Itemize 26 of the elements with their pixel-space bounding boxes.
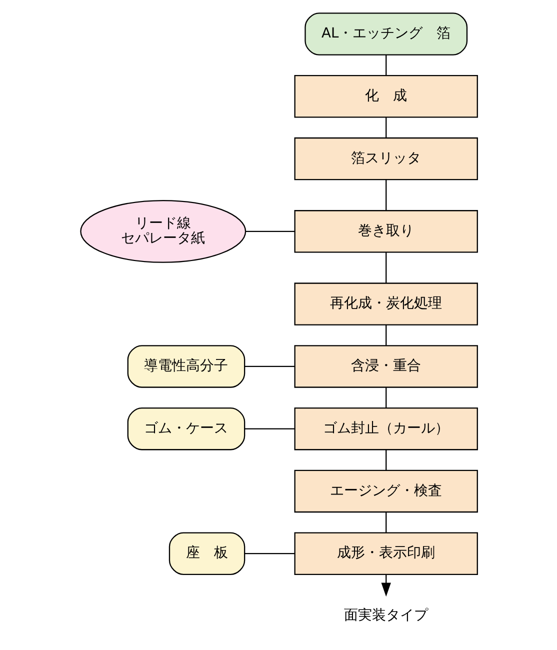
connector	[385, 387, 386, 408]
node-box: 化 成	[294, 75, 478, 118]
connector	[244, 553, 294, 554]
node-box: 導電性高分子	[126, 345, 245, 388]
connector	[244, 428, 294, 430]
connector	[385, 54, 386, 76]
node-box: 成形・表示印刷	[294, 532, 478, 575]
connector	[385, 117, 386, 138]
connector	[385, 252, 386, 284]
connector	[385, 512, 386, 533]
node-box: ゴム封止（カール）	[294, 407, 478, 450]
node-box: 再化成・炭化処理	[294, 282, 478, 326]
node-box: AL・エッチング 箔	[304, 12, 468, 56]
connector	[385, 180, 386, 210]
connector	[385, 450, 386, 470]
node-box: ゴム・ケース	[126, 407, 245, 450]
node-box: エージング・検査	[294, 470, 478, 513]
node-text: 面実装タイプ	[344, 608, 428, 624]
node-box: 巻き取り	[294, 210, 478, 253]
node-box: 含浸・重合	[294, 345, 478, 388]
connector	[245, 230, 294, 232]
node-ellipse: リード線 セパレータ紙	[80, 200, 246, 263]
node-box: 座 板	[168, 532, 245, 575]
connector	[385, 324, 386, 346]
connector	[244, 366, 294, 368]
node-box: 箔スリッタ	[294, 137, 478, 180]
